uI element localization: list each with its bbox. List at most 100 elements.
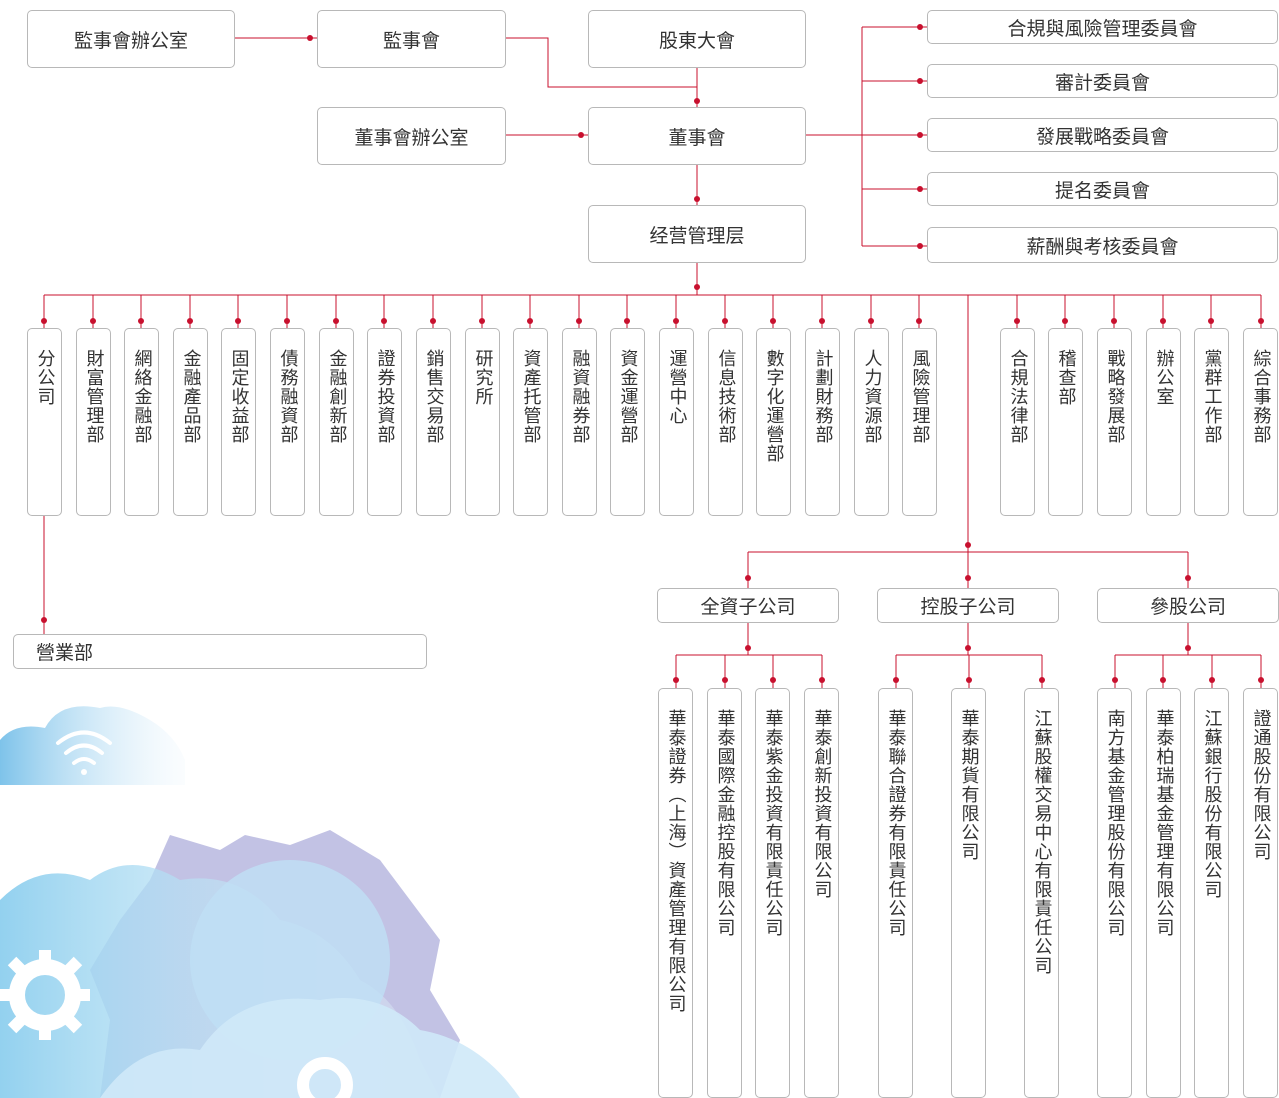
- connector-dot: [1209, 677, 1215, 683]
- connector-dot: [868, 318, 874, 324]
- support-department: 辦公室: [1146, 328, 1181, 516]
- connector-dot: [1112, 677, 1118, 683]
- connector-dot: [745, 645, 751, 651]
- connector-dot: [694, 196, 700, 202]
- company-label: 華泰聯合證券有限責任公司: [885, 709, 907, 937]
- connector-dot: [694, 98, 700, 104]
- subsidiary-company: 華泰創新投資有限公司: [804, 688, 839, 1098]
- committee: 發展戰略委員會: [927, 118, 1278, 152]
- department-label: 戰略發展部: [1104, 349, 1126, 444]
- department: 融資融券部: [562, 328, 597, 516]
- department-label: 融資融券部: [569, 349, 591, 444]
- connector-dot: [770, 318, 776, 324]
- connector-dot: [770, 677, 776, 683]
- connector-dot: [578, 132, 584, 138]
- subsidiary-company: 華泰證券（上海）資產管理有限公司: [658, 688, 693, 1098]
- board-of-directors: 董事會: [588, 107, 806, 165]
- committee: 薪酬與考核委員會: [927, 227, 1278, 263]
- department: 資金運營部: [610, 328, 645, 516]
- company-label: 華泰期貨有限公司: [958, 709, 980, 861]
- department-label: 計劃財務部: [812, 349, 834, 444]
- department: 信息技術部: [708, 328, 743, 516]
- department: 固定收益部: [221, 328, 256, 516]
- company-label: 江蘇股權交易中心有限責任公司: [1031, 709, 1053, 975]
- management: 经营管理层: [588, 205, 806, 263]
- department-label: 稽查部: [1055, 349, 1077, 406]
- connector-dot: [41, 318, 47, 324]
- wholly-owned-subsidiaries-header: 全資子公司: [657, 588, 839, 623]
- connector-dot: [917, 243, 923, 249]
- connector-dot: [673, 318, 679, 324]
- connector-dot: [819, 318, 825, 324]
- support-department: 稽查部: [1048, 328, 1083, 516]
- department: 研究所: [465, 328, 500, 516]
- connector-dot: [307, 35, 313, 41]
- associate-company: 華泰柏瑞基金管理有限公司: [1146, 688, 1181, 1098]
- department: 分公司: [27, 328, 62, 516]
- connector-dot: [430, 318, 436, 324]
- department-label: 辦公室: [1153, 349, 1175, 406]
- department-label: 銷售交易部: [423, 349, 445, 444]
- department: 財富管理部: [76, 328, 111, 516]
- department-label: 綜合事務部: [1250, 349, 1272, 444]
- connector-dot: [138, 318, 144, 324]
- connector-dot: [745, 575, 751, 581]
- connector-dot: [479, 318, 485, 324]
- associate-company: 南方基金管理股份有限公司: [1097, 688, 1132, 1098]
- department-label: 分公司: [34, 349, 56, 406]
- connector-dot: [1258, 677, 1264, 683]
- company-label: 華泰紫金投資有限責任公司: [762, 709, 784, 937]
- department-label: 固定收益部: [228, 349, 250, 444]
- support-department: 戰略發展部: [1097, 328, 1132, 516]
- associate-company: 證通股份有限公司: [1243, 688, 1278, 1098]
- connector-dot: [90, 318, 96, 324]
- department-label: 風險管理部: [909, 349, 931, 444]
- department: 網絡金融部: [124, 328, 159, 516]
- supervisory-office: 監事會辦公室: [27, 10, 235, 68]
- department-label: 財富管理部: [83, 349, 105, 444]
- supervisory-board: 監事會: [317, 10, 506, 68]
- department-label: 網絡金融部: [131, 349, 153, 444]
- connector-dot: [694, 284, 700, 290]
- department-label: 合規法律部: [1007, 349, 1029, 444]
- connector-dot: [1160, 318, 1166, 324]
- connector-dot: [333, 318, 339, 324]
- gear-icon: [0, 830, 520, 1098]
- connector-dot: [916, 318, 922, 324]
- department-label: 運營中心: [666, 349, 688, 425]
- committee: 審計委員會: [927, 64, 1278, 98]
- connector-dot: [576, 318, 582, 324]
- connector-dot: [673, 677, 679, 683]
- department-label: 人力資源部: [861, 349, 883, 444]
- committee: 合規與風險管理委員會: [927, 10, 1278, 44]
- department: 金融創新部: [319, 328, 354, 516]
- connector-dot: [1062, 318, 1068, 324]
- department-label: 證券投資部: [374, 349, 396, 444]
- connector-dot: [624, 318, 630, 324]
- department: 數字化運營部: [756, 328, 791, 516]
- connector-dot: [1185, 645, 1191, 651]
- connector-dot: [965, 542, 971, 548]
- associates-header: 參股公司: [1097, 588, 1279, 623]
- connector: [506, 37, 697, 88]
- company-label: 南方基金管理股份有限公司: [1104, 709, 1126, 937]
- controlled-subsidiaries-header: 控股子公司: [877, 588, 1059, 623]
- subsidiary-company: 華泰聯合證券有限責任公司: [878, 688, 913, 1098]
- company-label: 華泰國際金融控股有限公司: [714, 709, 736, 937]
- department-label: 債務融資部: [277, 349, 299, 444]
- connector-dot: [917, 78, 923, 84]
- connector-dot: [917, 132, 923, 138]
- connector-dot: [235, 318, 241, 324]
- connector-dot: [722, 677, 728, 683]
- connector-dot: [1111, 318, 1117, 324]
- department-label: 金融創新部: [326, 349, 348, 444]
- connector-dot: [381, 318, 387, 324]
- support-department: 綜合事務部: [1243, 328, 1278, 516]
- company-label: 華泰證券（上海）資產管理有限公司: [665, 709, 687, 1013]
- connector-dot: [1258, 318, 1264, 324]
- department: 銷售交易部: [416, 328, 451, 516]
- department: 風險管理部: [902, 328, 937, 516]
- connector-dot: [917, 24, 923, 30]
